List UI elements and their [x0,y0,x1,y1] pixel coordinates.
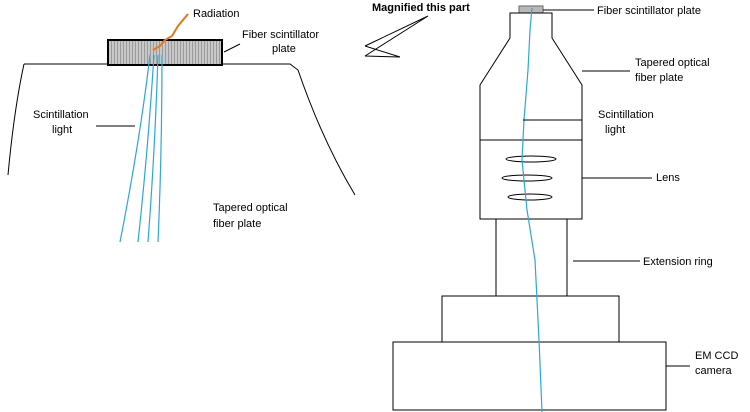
tapered-left-label-1: Tapered optical [213,202,288,214]
scint-light-left-label-2: light [52,124,72,136]
right-scintillation-light-path [521,7,543,412]
lens-element-2 [501,174,553,182]
lens-element-1 [505,155,557,163]
fiber-scint-left-leader [223,43,241,53]
extension-ring [495,218,568,297]
fiber-scint-left-label-1: Fiber scintillator [242,29,319,41]
lens-label: Lens [656,172,680,184]
camera-lower-body [392,341,667,411]
right-fiber-scintillator-plate [518,5,544,14]
scintillation-fiber-2 [137,54,155,243]
radiation-label: Radiation [193,8,239,20]
magnified-pointer-lines [364,15,429,58]
camera-label-1: EM CCD [695,350,738,362]
camera-label-2: camera [695,365,733,377]
scintillation-fiber-3 [147,54,159,243]
lens-housing [479,139,583,220]
camera-upper-body [441,295,620,343]
tapered-left-label-2: fiber plate [213,218,261,230]
fiber-scint-left-label-2: plate [272,43,296,55]
left-fiber-scintillator-plate [107,39,223,66]
scintillation-fiber-4 [157,54,163,243]
tapered-right-label-1: Tapered optical [635,57,710,69]
scint-light-left-label-1: Scintillation [33,109,89,121]
extension-ring-label: Extension ring [643,256,713,268]
lens-element-3 [507,193,553,201]
radiation-track [152,13,189,51]
magnified-label: Magnified this part [372,2,470,14]
scint-light-right-label-2: light [605,124,625,136]
fiber-scint-right-label: Fiber scintillator plate [597,5,701,17]
tapered-right-label-2: fiber plate [635,72,683,84]
right-tapered-plate [479,12,583,141]
scintillation-fiber-1 [119,54,151,243]
scint-light-right-label-1: Scintillation [598,109,654,121]
left-tapered-plate-outline [7,63,356,196]
